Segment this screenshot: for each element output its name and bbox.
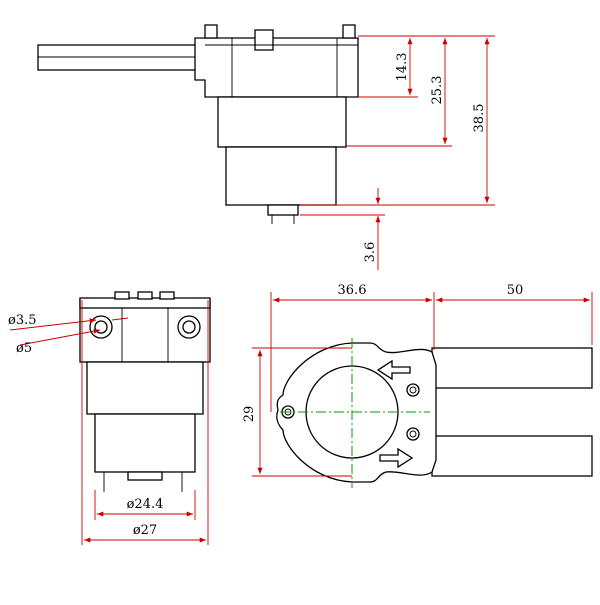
label-36-6: 36.6	[338, 283, 367, 298]
plan-screw-right-bottom-inner	[409, 430, 417, 438]
plan-view-dimensions: 36.6 50 29	[242, 283, 593, 477]
port-right-inner	[182, 320, 196, 334]
leader-tail	[111, 317, 129, 321]
flow-arrow-left-icon	[376, 359, 411, 381]
motor-lower	[225, 146, 337, 206]
head-screw-right	[342, 24, 356, 39]
label-50: 50	[507, 283, 524, 298]
label-29: 29	[242, 406, 257, 423]
label-dia-5: ø5	[16, 341, 32, 356]
head-screw-left	[204, 24, 218, 39]
front-screw-2	[137, 291, 153, 300]
head-clip	[254, 29, 274, 51]
flow-arrow-right-icon	[379, 447, 414, 469]
label-14-3: 14.3	[395, 53, 410, 82]
plan-tube-upper	[431, 347, 593, 389]
front-view-dimensions: ø3.5 ø5 ø24.4 ø27	[8, 300, 209, 545]
label-dia-27: ø27	[133, 523, 157, 538]
tube-upper	[37, 44, 201, 71]
plan-screw-right-top-inner	[409, 386, 417, 394]
label-25-3: 25.3	[430, 76, 445, 105]
pump-head	[194, 37, 359, 98]
port-left-inner	[94, 320, 108, 334]
leader-dia-5	[19, 328, 101, 346]
front-motor-lower	[94, 413, 196, 473]
front-screw-1	[114, 291, 130, 300]
side-view	[37, 24, 359, 224]
label-38-5: 38.5	[472, 104, 487, 133]
motor-upper	[217, 96, 347, 148]
plan-screw-right-bottom	[406, 427, 420, 441]
label-dia-24-4: ø24.4	[127, 497, 164, 512]
terminal-block	[267, 204, 299, 216]
plan-tube-lower	[431, 435, 593, 477]
label-3-6: 3.6	[363, 242, 378, 263]
side-view-dimensions: 14.3 25.3 38.5 3.6	[300, 35, 495, 270]
plan-view	[276, 338, 593, 488]
front-view	[79, 291, 211, 492]
label-dia-3-5: ø3.5	[8, 313, 37, 328]
plan-screw-right-top	[406, 383, 420, 397]
front-terminal	[127, 471, 163, 481]
front-motor-upper	[86, 361, 204, 415]
front-screw-3	[159, 291, 175, 300]
